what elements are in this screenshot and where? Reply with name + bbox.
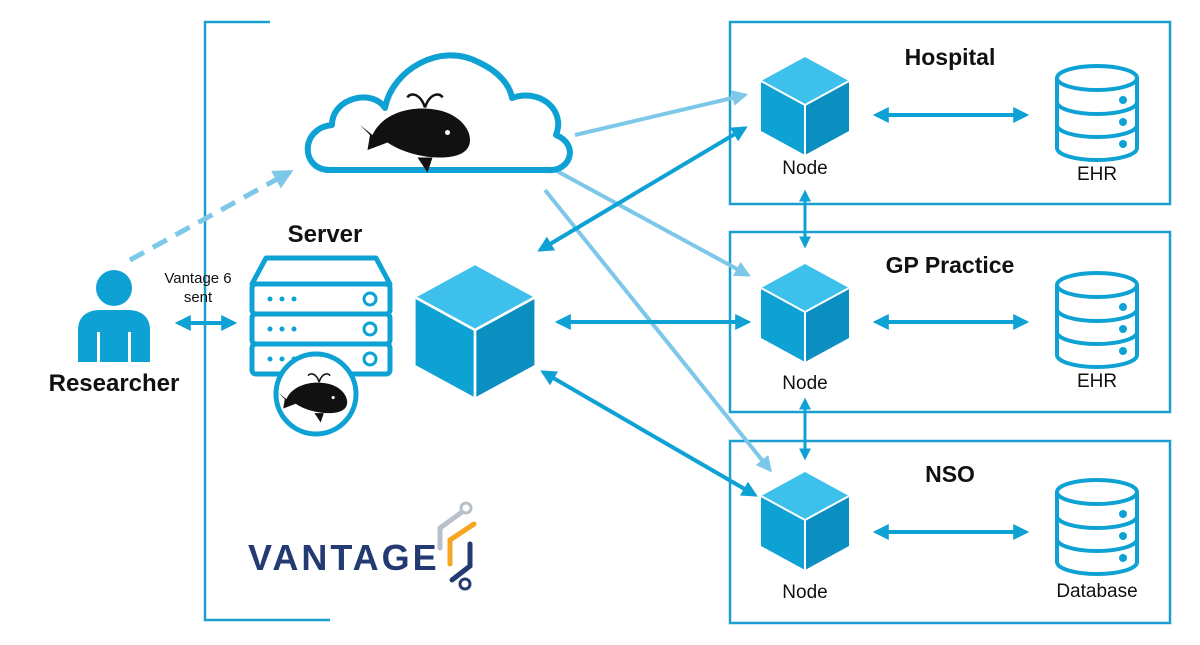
server-node-cube-icon bbox=[414, 263, 536, 399]
site-title-nso: NSO bbox=[925, 461, 975, 487]
arrow-server-nso bbox=[540, 370, 758, 497]
node-label-nso: Node bbox=[782, 582, 827, 603]
logo-mark-icon bbox=[437, 501, 477, 591]
node-label-hospital: Node bbox=[782, 158, 827, 179]
store-label-nso: Database bbox=[1056, 581, 1137, 602]
arrow-researcher-to-cloud bbox=[128, 169, 294, 263]
researcher-label: Researcher bbox=[49, 370, 180, 397]
node-cube-icon-gp bbox=[760, 263, 850, 363]
vantage-logo: VANTAGE bbox=[248, 501, 477, 591]
cloud-docker-icon bbox=[304, 52, 573, 174]
database-icon-nso bbox=[1055, 478, 1139, 576]
node-cube-icon-hospital bbox=[760, 56, 850, 156]
arrow-cloud-to-hospital bbox=[574, 90, 749, 137]
server-icon bbox=[249, 255, 393, 437]
protocol-label-line1: Vantage 6 bbox=[164, 270, 231, 287]
person-icon bbox=[78, 270, 150, 362]
site-box-nso bbox=[728, 439, 1172, 625]
database-icon-gp bbox=[1055, 271, 1139, 369]
logo-text: VANTAGE bbox=[248, 537, 440, 578]
site-title-hospital: Hospital bbox=[905, 44, 996, 70]
site-box-hospital bbox=[728, 20, 1172, 206]
protocol-label-line2: sent bbox=[184, 289, 213, 306]
store-label-gp: EHR bbox=[1077, 371, 1117, 392]
database-icon-hospital bbox=[1055, 64, 1139, 162]
arrow-server-hospital bbox=[537, 126, 748, 252]
node-cube-icon-nso bbox=[760, 471, 850, 571]
server-label: Server bbox=[288, 221, 363, 248]
store-label-hospital: EHR bbox=[1077, 164, 1117, 185]
node-label-gp: Node bbox=[782, 373, 827, 394]
site-title-gp-practice: GP Practice bbox=[886, 252, 1015, 278]
